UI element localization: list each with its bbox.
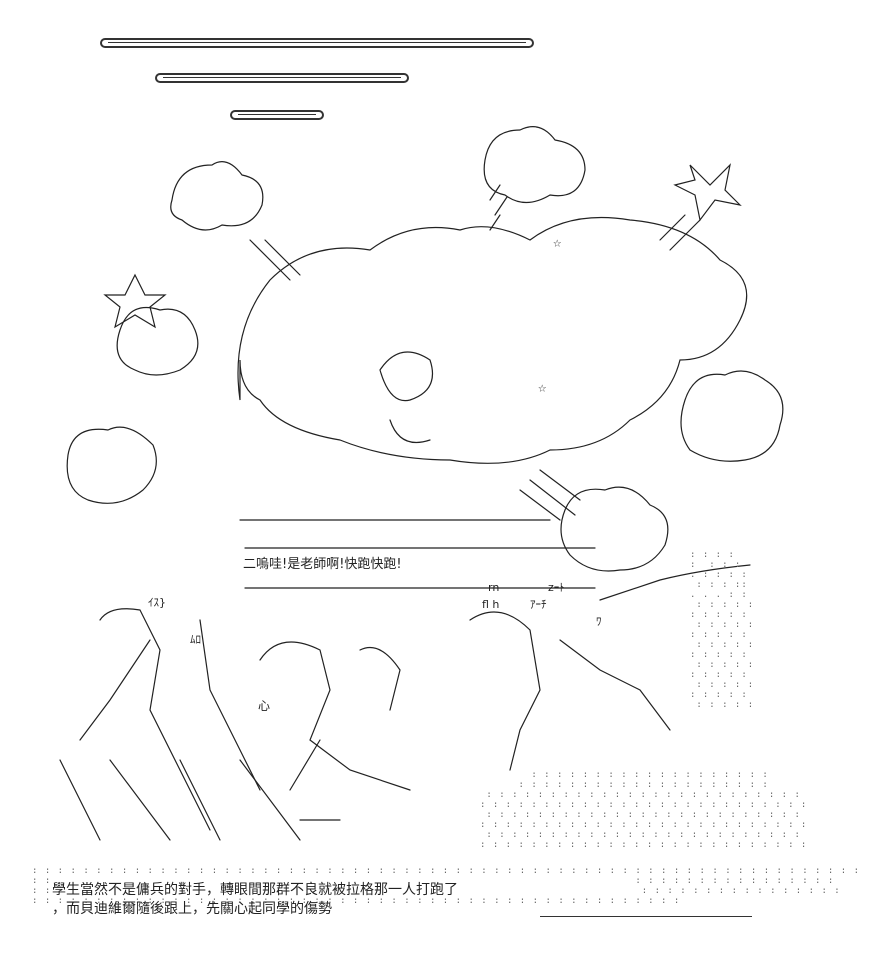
dust-cloud-left — [116, 306, 199, 376]
tag-e: ｱｰﾁ — [530, 598, 547, 611]
star-icon-left — [103, 273, 167, 329]
title-bar-bottom — [230, 110, 324, 120]
dust-cloud-top-left — [170, 161, 264, 231]
svg-text:☆: ☆ — [553, 235, 562, 251]
caption-underline — [540, 916, 752, 917]
dust-cloud-right-low — [560, 486, 669, 572]
central-fight-cloud — [237, 216, 748, 464]
tag-g: ﾑﾛ — [190, 633, 201, 646]
shading-caption: : : : : : : : : : : : : : : : : : : : : … — [32, 866, 860, 906]
shading-bottom-right: : : : : : : : : : : : : : : : : : : : : … — [480, 770, 808, 850]
caption-line-1: 學生當然不是傭兵的對手，轉眼間那群不良就被拉格那一人打跑了 — [52, 882, 458, 898]
tag-b: fl h — [482, 598, 500, 611]
shading-right: : : : : : : : : . : : : : : : : :: . . .… — [690, 550, 755, 710]
title-bar-top — [100, 38, 534, 48]
ground-base — [59, 759, 341, 841]
figure-left — [79, 608, 261, 831]
tag-a: ｲｽ} — [148, 596, 166, 609]
figure-center — [259, 641, 411, 791]
dust-cloud-mid-left — [66, 426, 157, 504]
tag-f: ﾜ — [596, 615, 602, 628]
exclaim-text: 二嗚哇!是老師啊!快跑快跑! — [243, 557, 402, 572]
dust-cloud-right — [680, 370, 784, 462]
tag-h: 心 — [258, 699, 271, 713]
tag-d: zｰﾄ — [548, 581, 565, 594]
star-icon-right — [673, 163, 742, 222]
title-bar-middle — [155, 73, 409, 83]
tag-c: rn — [488, 581, 500, 594]
caption-line-2: ，而貝迪維爾隨後跟上，先關心起同學的傷勢 — [52, 901, 332, 917]
figure-right — [469, 564, 751, 771]
dust-cloud-top-center — [483, 126, 586, 204]
svg-text:☆: ☆ — [538, 380, 547, 396]
